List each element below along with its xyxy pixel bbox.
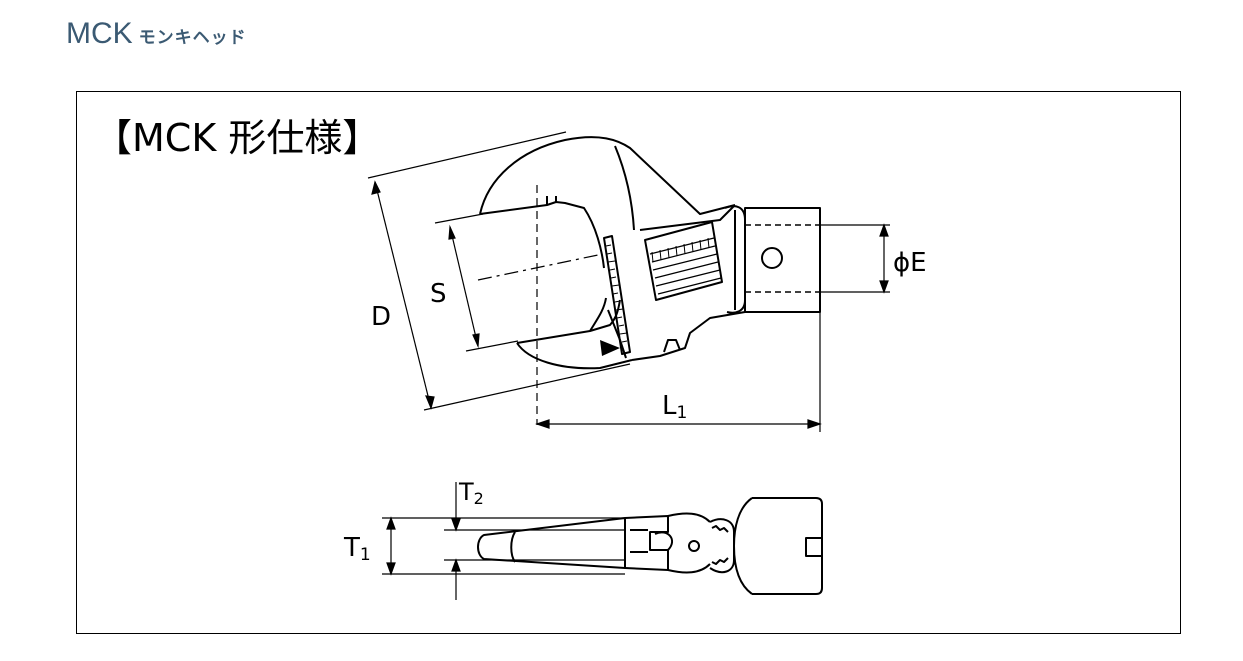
- diagram-frame: [76, 91, 1181, 634]
- dimension-S: [434, 213, 519, 352]
- label-E: ϕE: [893, 248, 927, 278]
- dimension-D: [367, 131, 631, 411]
- dimension-E: [820, 223, 890, 294]
- diagram-heading: 【MCK 形仕様】: [94, 116, 380, 160]
- wrench-side-view: [477, 497, 823, 595]
- page-title-main: MCK: [66, 17, 133, 50]
- dimension-L1: [535, 312, 822, 432]
- centerlines: [477, 185, 599, 425]
- label-S: S: [430, 279, 447, 309]
- label-T1: T1: [343, 533, 371, 565]
- page-title: MCK モンキヘッド: [66, 14, 247, 58]
- label-D: D: [371, 302, 391, 332]
- label-L1: L1: [662, 391, 687, 423]
- wrench-top-view: [479, 136, 821, 370]
- dimension-T: [382, 482, 625, 600]
- label-T2: T2: [458, 478, 484, 508]
- page-title-sub: モンキヘッド: [138, 28, 247, 47]
